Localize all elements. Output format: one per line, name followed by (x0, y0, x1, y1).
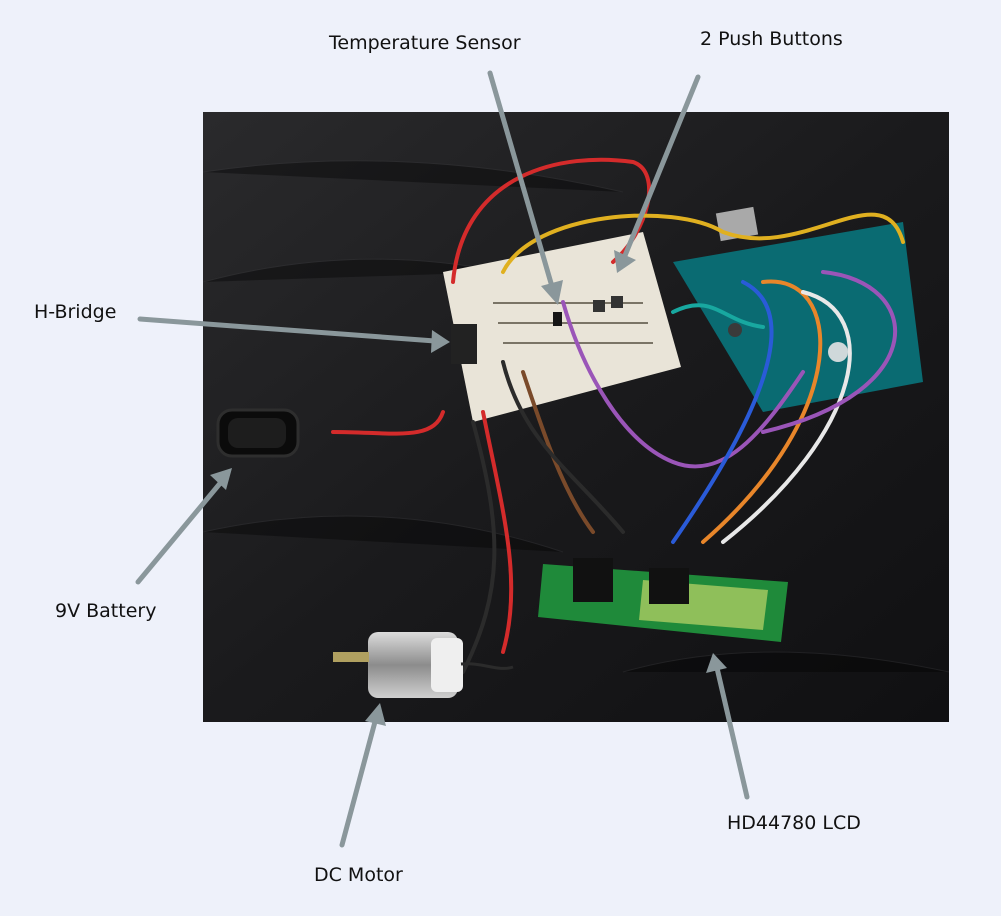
breadboard (443, 232, 681, 422)
label-9v-battery: 9V Battery (55, 600, 157, 622)
label-temperature-sensor: Temperature Sensor (329, 32, 521, 54)
arrow-lcd (714, 665, 750, 800)
arrow-dc-motor (339, 715, 379, 848)
label-push-buttons: 2 Push Buttons (700, 28, 843, 50)
label-dc-motor: DC Motor (314, 864, 403, 886)
arrow-battery (135, 478, 225, 585)
arrow-h-bridge (137, 316, 438, 344)
label-h-bridge: H-Bridge (34, 301, 117, 323)
arduino-board (673, 206, 923, 412)
lcd-module (538, 558, 788, 642)
battery-clip (216, 408, 300, 458)
arrow-push-buttons (621, 74, 701, 261)
label-lcd: HD44780 LCD (727, 812, 861, 834)
dc-motor (333, 632, 514, 698)
hardware-photo (203, 112, 949, 722)
h-bridge-chip (451, 324, 477, 364)
arrow-temp-sensor (487, 70, 556, 293)
